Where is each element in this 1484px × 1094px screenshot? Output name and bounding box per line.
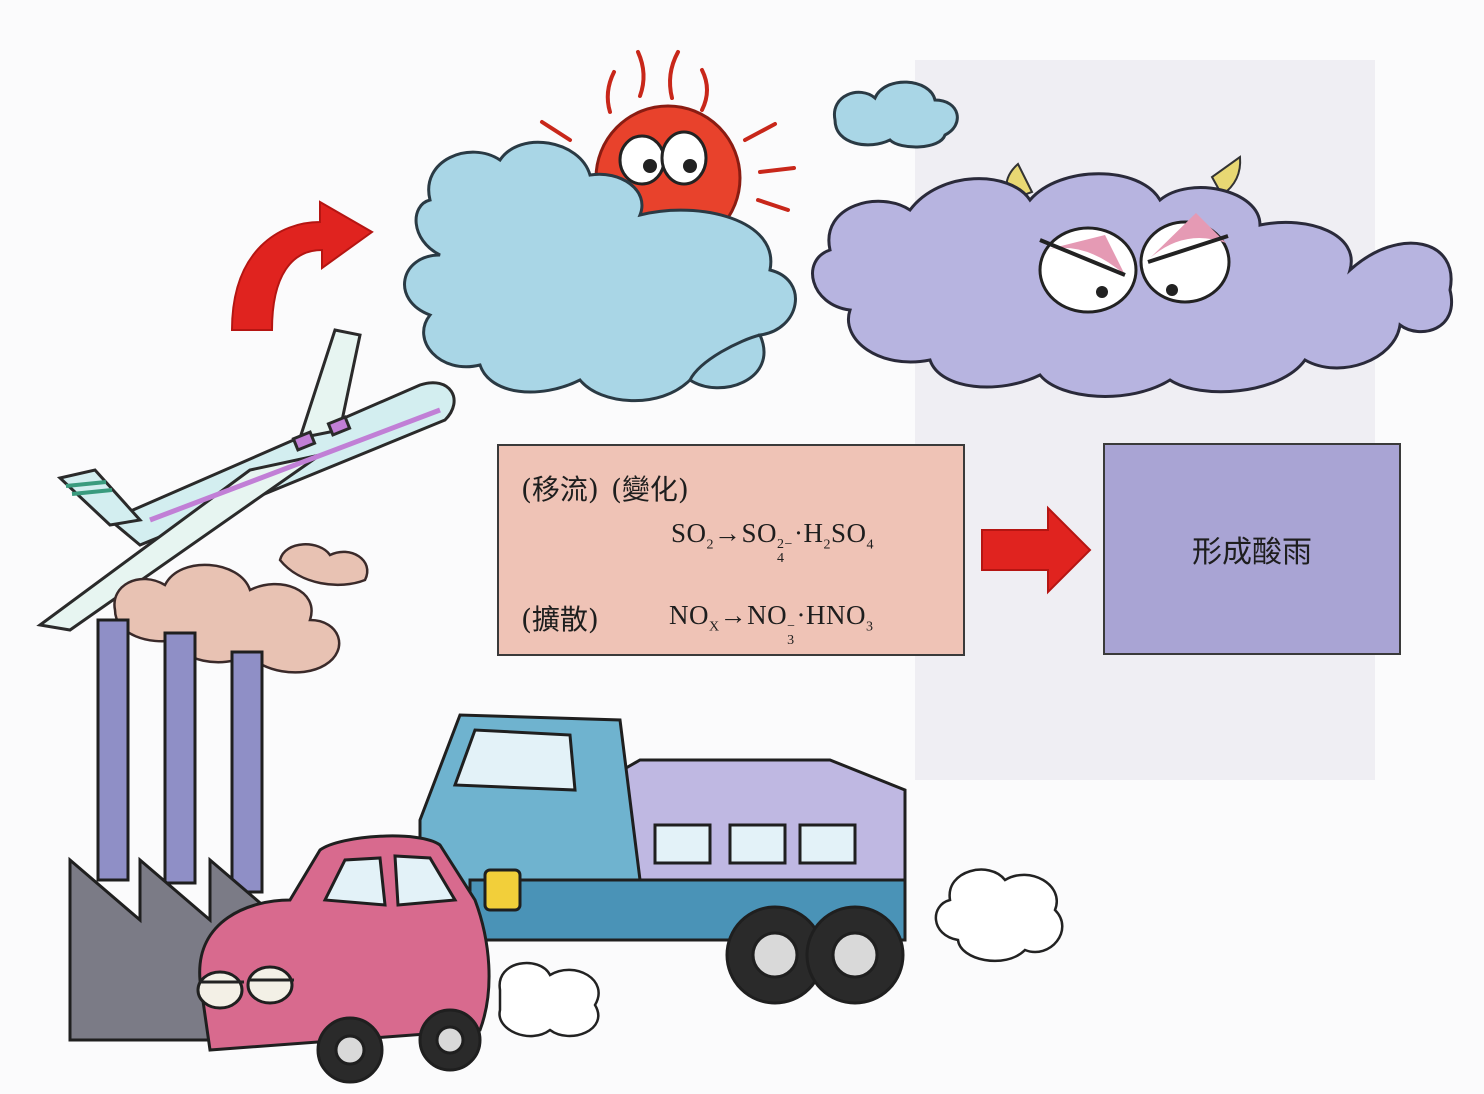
cloud-icon — [403, 140, 797, 403]
eq2-product1-sup: − — [787, 619, 796, 634]
eq1-separator: · — [793, 518, 804, 548]
eq1-reactant: SO — [671, 518, 707, 548]
eq1-product1-sup: 2− — [777, 537, 793, 552]
label-diffusion: (擴散) — [521, 603, 599, 636]
eq2-arrow: → — [719, 600, 748, 630]
eq1-product2-so-sub: 4 — [866, 537, 874, 553]
label-transformation: (變化) — [611, 473, 689, 506]
eq1-product2-h-sub: 2 — [823, 537, 831, 553]
result-box: 形成酸雨 — [1103, 443, 1401, 655]
label-advection: (移流) — [521, 473, 599, 506]
eq2-product1-sub: 3 — [787, 633, 795, 648]
background-panel — [915, 60, 1375, 780]
smokestack-icon — [230, 650, 264, 894]
smokestack-icon — [96, 618, 130, 882]
airplane-icon — [36, 328, 456, 632]
cloud-icon — [833, 80, 959, 149]
eq2-reactant: NO — [669, 600, 709, 630]
eq2-separator: · — [796, 600, 807, 630]
eq2-reactant-sub: X — [709, 619, 720, 635]
car-icon — [196, 834, 491, 1084]
eq1-product1-sub: 4 — [777, 551, 785, 566]
eq1-arrow: → — [714, 518, 742, 548]
exhaust-icon — [113, 543, 369, 674]
eq1-product2-so: SO — [830, 518, 867, 548]
eq1-product1: SO — [741, 518, 778, 548]
evil-cloud-icon — [811, 155, 1454, 398]
eq2-product2: HNO — [806, 600, 867, 630]
truck-icon — [418, 713, 907, 1005]
curved-arrow-icon — [230, 200, 374, 331]
arrow-right-icon — [981, 505, 1092, 595]
exhaust-icon — [498, 868, 1064, 1038]
eq1-reactant-sub: 2 — [706, 537, 715, 553]
result-label: 形成酸雨 — [1192, 535, 1312, 570]
eq1-product2-h: H — [803, 518, 824, 548]
smokestack-icon — [163, 631, 197, 885]
equation-nitrogen: NOX→NO−3·HNO3 — [669, 600, 874, 648]
eq2-product1: NO — [747, 600, 788, 630]
eq2-product2-sub: 3 — [866, 619, 874, 635]
